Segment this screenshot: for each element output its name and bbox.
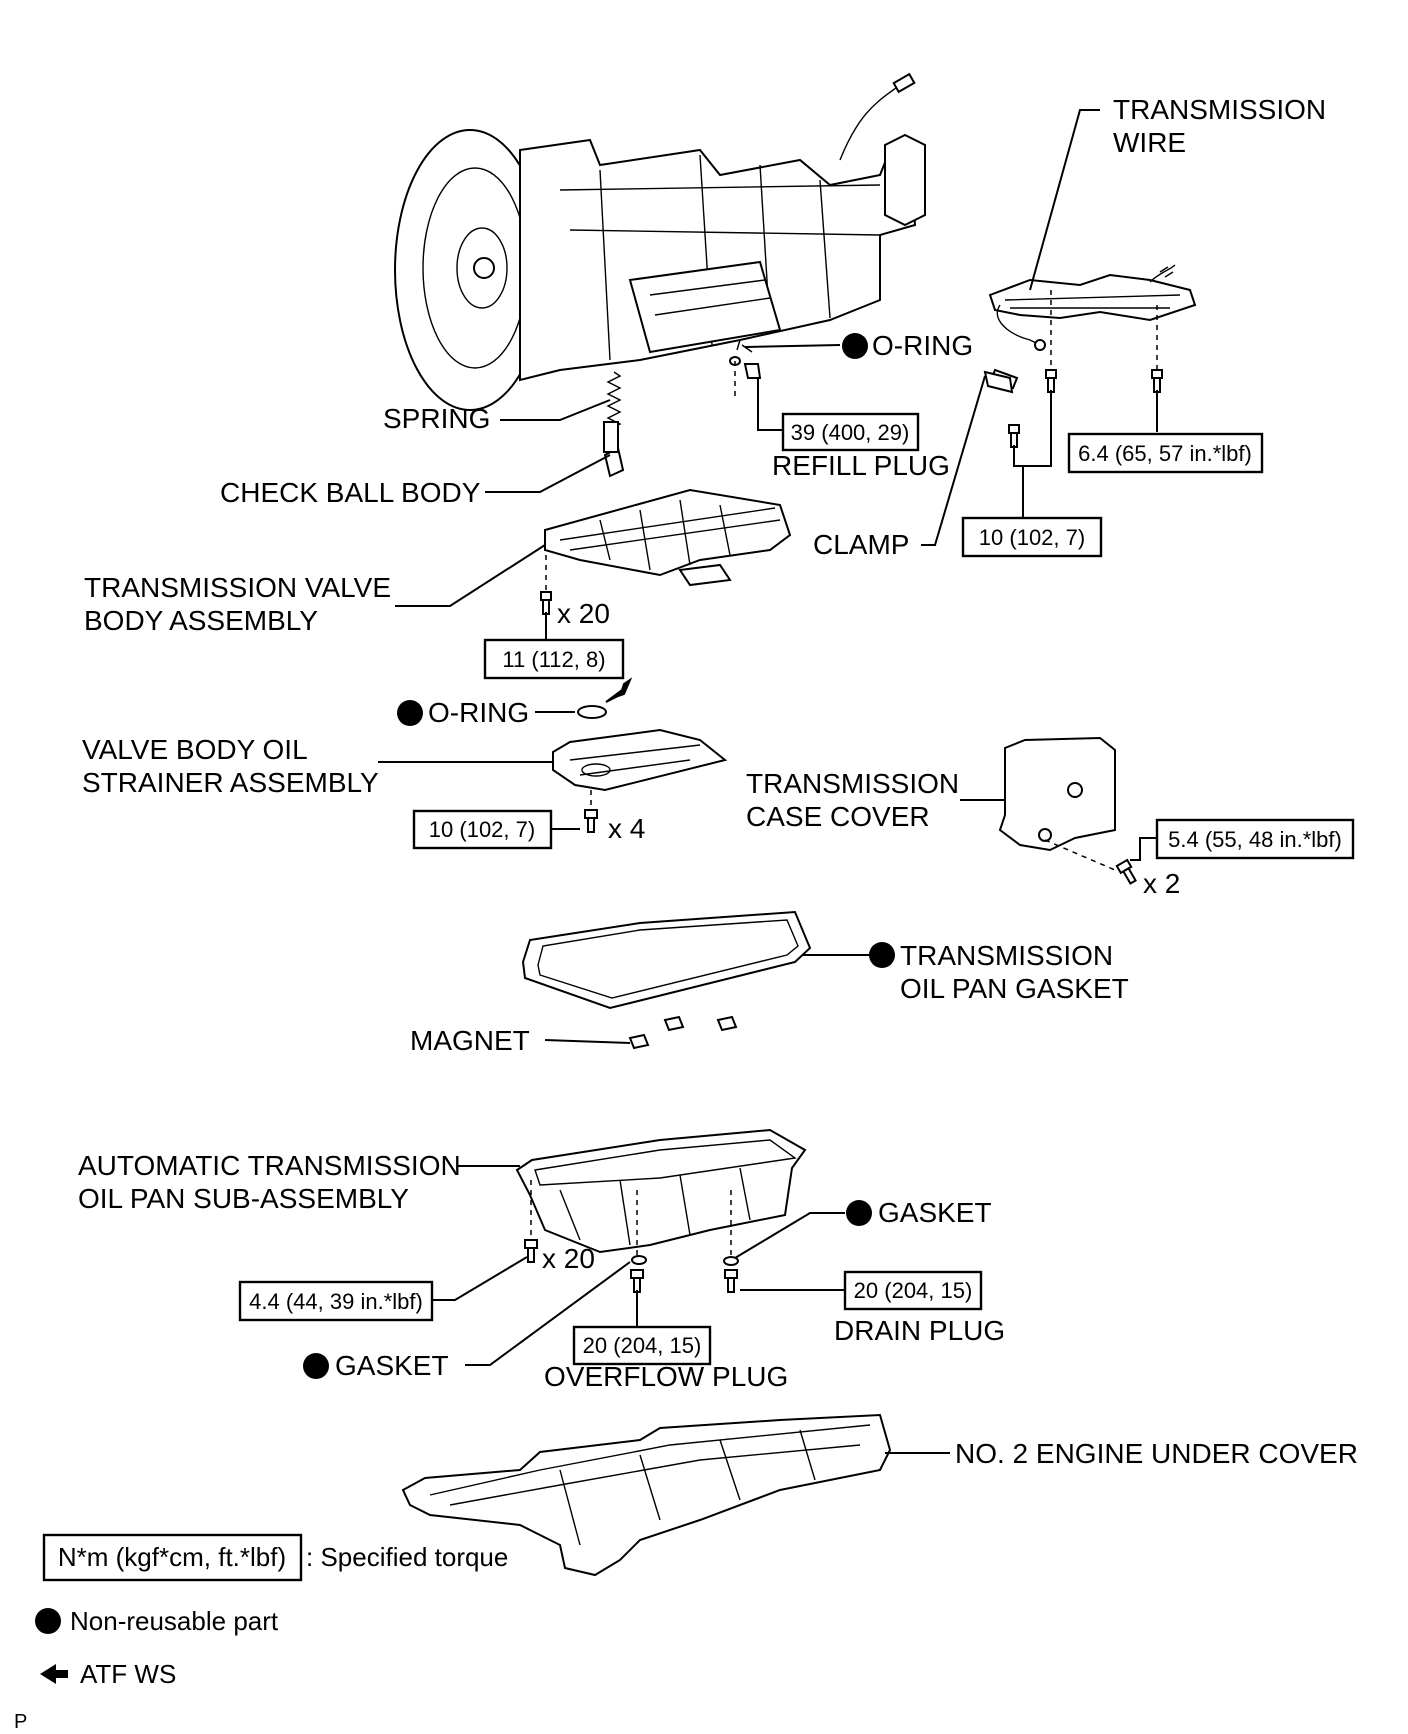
label-o-ring-mid: O-RING xyxy=(428,697,529,728)
quantity-labels: x 20 x 4 x 2 x 20 xyxy=(542,598,1180,1274)
legend-atf-text: ATF WS xyxy=(80,1659,176,1689)
label-refill-plug: REFILL PLUG xyxy=(772,450,950,481)
label-oil-pan-gasket-1: TRANSMISSION xyxy=(900,940,1113,971)
corner-mark: P xyxy=(14,1711,27,1733)
torque-overflow-plug: 20 (204, 15) xyxy=(572,1325,712,1366)
check-ball-body-drawing xyxy=(603,421,625,478)
label-oil-strainer-2: STRAINER ASSEMBLY xyxy=(82,767,379,798)
oil-pan-gasket-drawing xyxy=(521,910,812,1010)
torque-wire-bolt: 6.4 (65, 57 in.*lbf) xyxy=(1067,432,1264,474)
svg-text:5.4 (55, 48 in.*lbf): 5.4 (55, 48 in.*lbf) xyxy=(1168,827,1342,852)
qty-strainer-bolts: x 4 xyxy=(608,813,645,844)
label-o-ring-top: O-RING xyxy=(872,330,973,361)
label-overflow-plug: OVERFLOW PLUG xyxy=(544,1361,788,1392)
legend-atf: ATF WS xyxy=(40,1659,176,1689)
label-oil-pan-2: OIL PAN SUB-ASSEMBLY xyxy=(78,1183,409,1214)
arrow-left-icon xyxy=(40,1664,68,1684)
qty-valve-body-bolts: x 20 xyxy=(557,598,610,629)
svg-text:11 (112, 8): 11 (112, 8) xyxy=(502,647,605,672)
torque-drain-plug: 20 (204, 15) xyxy=(843,1270,983,1311)
label-clamp: CLAMP xyxy=(813,529,909,560)
label-gasket-left: GASKET xyxy=(335,1350,449,1381)
label-magnet: MAGNET xyxy=(410,1025,530,1056)
torque-strainer: 10 (102, 7) xyxy=(412,809,553,850)
svg-text:20 (204, 15): 20 (204, 15) xyxy=(583,1333,702,1358)
refill-plug-drawing xyxy=(729,339,762,379)
transmission-wire-drawing xyxy=(988,264,1197,390)
label-transmission-wire-2: WIRE xyxy=(1113,127,1186,158)
qty-oil-pan-bolts: x 20 xyxy=(542,1243,595,1274)
svg-text:10 (102, 7): 10 (102, 7) xyxy=(429,817,535,842)
torque-refill-plug: 39 (400, 29) xyxy=(781,412,920,452)
legend-non-reusable: Non-reusable part xyxy=(35,1606,279,1636)
svg-text:4.4 (44, 39 in.*lbf): 4.4 (44, 39 in.*lbf) xyxy=(249,1289,423,1314)
torque-clamp-bolt: 10 (102, 7) xyxy=(961,516,1103,558)
bolt-drawings xyxy=(524,369,1163,1293)
case-cover-drawing xyxy=(998,736,1116,852)
label-oil-strainer-1: VALVE BODY OIL xyxy=(82,734,308,765)
filled-circle-icon xyxy=(35,1608,61,1634)
label-drain-plug: DRAIN PLUG xyxy=(834,1315,1005,1346)
torque-valve-body: 11 (112, 8) xyxy=(483,638,625,680)
label-oil-pan-1: AUTOMATIC TRANSMISSION xyxy=(78,1150,461,1181)
svg-text:6.4 (65, 57 in.*lbf): 6.4 (65, 57 in.*lbf) xyxy=(1078,441,1252,466)
legend-non-reusable-text: Non-reusable part xyxy=(70,1606,279,1636)
legend-torque-unit: N*m (kgf*cm, ft.*lbf) xyxy=(58,1542,286,1572)
label-valve-body-1: TRANSMISSION VALVE xyxy=(84,572,391,603)
part-labels: TRANSMISSION WIRE O-RING SPRING REFILL P… xyxy=(78,94,1358,1469)
legend-torque-desc: : Specified torque xyxy=(306,1542,508,1572)
label-case-cover-1: TRANSMISSION xyxy=(746,768,959,799)
o-ring-mid-drawing xyxy=(577,677,633,719)
clamp-drawing xyxy=(983,370,1014,394)
legend-torque: N*m (kgf*cm, ft.*lbf) : Specified torque xyxy=(42,1533,508,1582)
svg-text:10 (102, 7): 10 (102, 7) xyxy=(979,525,1085,550)
label-oil-pan-gasket-2: OIL PAN GASKET xyxy=(900,973,1129,1004)
svg-text:20 (204, 15): 20 (204, 15) xyxy=(854,1278,973,1303)
label-spring: SPRING xyxy=(383,403,490,434)
torque-boxes: 39 (400, 29) 6.4 (65, 57 in.*lbf) 10 (10… xyxy=(238,412,1355,1366)
leader-lines xyxy=(378,109,1158,1454)
svg-text:39 (400, 29): 39 (400, 29) xyxy=(791,420,910,445)
label-gasket-right: GASKET xyxy=(878,1197,992,1228)
valve-body-drawing xyxy=(544,488,792,587)
non-reusable-markers xyxy=(303,333,895,1379)
magnet-drawings xyxy=(628,1015,738,1050)
qty-case-cover-bolts: x 2 xyxy=(1143,868,1180,899)
label-under-cover: NO. 2 ENGINE UNDER COVER xyxy=(955,1438,1358,1469)
label-transmission-wire-1: TRANSMISSION xyxy=(1113,94,1326,125)
label-check-ball-body: CHECK BALL BODY xyxy=(220,477,481,508)
under-cover-drawing xyxy=(401,1413,892,1577)
transmission-assembly-drawing xyxy=(394,72,926,411)
label-case-cover-2: CASE COVER xyxy=(746,801,930,832)
legend: N*m (kgf*cm, ft.*lbf) : Specified torque… xyxy=(14,1533,508,1733)
oil-pan-drawing xyxy=(515,1128,807,1254)
torque-case-cover: 5.4 (55, 48 in.*lbf) xyxy=(1155,818,1355,860)
gasket-drawings xyxy=(631,1255,739,1266)
label-valve-body-2: BODY ASSEMBLY xyxy=(84,605,318,636)
oil-strainer-drawing xyxy=(552,728,728,792)
torque-oil-pan: 4.4 (44, 39 in.*lbf) xyxy=(238,1280,434,1322)
